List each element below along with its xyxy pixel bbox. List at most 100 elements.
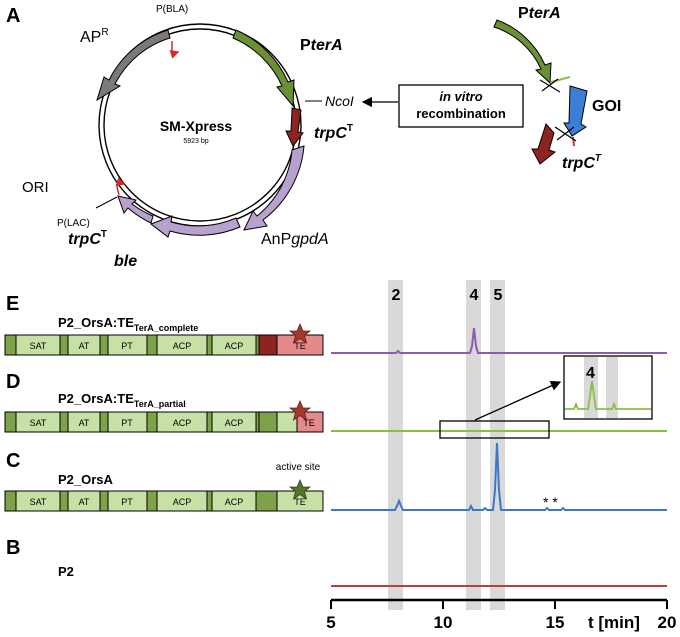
domain-d-sat-label: SAT <box>30 418 47 428</box>
star-c-icon <box>288 478 312 500</box>
trpc-lower-arrow <box>117 195 154 224</box>
pter-prefix: P <box>300 37 311 54</box>
goi-label: GOI <box>592 98 621 115</box>
goi-arrow <box>563 85 588 137</box>
construct-c-name: P2_OrsA <box>58 472 114 487</box>
insert-cross-2b <box>556 126 575 141</box>
recombination-line2: recombination <box>416 106 506 121</box>
star-d-icon <box>288 399 312 421</box>
trpc-lower-sup: T <box>101 229 107 240</box>
tick-label-20: 20 <box>658 613 677 632</box>
apr-label: APR <box>80 27 109 46</box>
domain-c-acp1 <box>156 490 208 512</box>
plasmid-name: SM-Xpress <box>160 118 233 134</box>
p-bla-label: P(BLA) <box>156 4 188 15</box>
anp-prefix: AnP <box>261 231 291 248</box>
trpc-lower-italic: trpC <box>68 231 101 248</box>
domain-d-te-label: TE <box>303 418 315 428</box>
domain-e-linker <box>258 334 278 356</box>
domain-d-te-green <box>276 411 298 433</box>
domain-d-pt <box>107 411 148 433</box>
apr-main: AP <box>80 29 101 46</box>
construct-e-bar: SAT AT PT ACP ACP TE <box>4 322 324 356</box>
domain-d-acp1-label: ACP <box>173 418 192 428</box>
domain-d-acp2 <box>211 411 257 433</box>
domain-c-sat <box>15 490 61 512</box>
domain-c-at-label: AT <box>79 497 90 507</box>
lac-promoter-arrow <box>115 177 126 196</box>
trpc-terminator-arrow <box>285 107 304 147</box>
plasmid-size: 5923 bp <box>183 138 208 145</box>
ble-label: ble <box>114 253 137 270</box>
insert-cross-1a <box>539 79 561 93</box>
domain-d-linker <box>258 411 278 433</box>
domain-c-pt <box>107 490 148 512</box>
domain-d-at-label: AT <box>79 418 90 428</box>
peak-label-5: 5 <box>494 287 503 304</box>
domain-c-sat-label: SAT <box>30 497 47 507</box>
ori-label: ORI <box>22 179 49 196</box>
active-site-label: active site <box>276 462 321 473</box>
domain-e-sat <box>15 334 61 356</box>
domain-e-acp2 <box>211 334 257 356</box>
domain-e-at-label: AT <box>79 341 90 351</box>
construct-c-bar: SAT AT PT ACP ACP TE <box>4 478 324 512</box>
pter-italic: terA <box>311 37 343 54</box>
domain-e-acp1-label: ACP <box>173 341 192 351</box>
tick-label-10: 10 <box>434 613 453 632</box>
insert-trpc-sup: T <box>595 153 602 164</box>
zoom-inset: 4 <box>563 355 653 420</box>
panel-letter-b: B <box>6 537 20 559</box>
domain-c-acp2-label: ACP <box>225 497 244 507</box>
anp-gpda-arrow <box>243 145 305 231</box>
panel-letter-d: D <box>6 371 20 393</box>
insert-pter-prefix: P <box>518 5 529 22</box>
pter-label: PterA <box>300 37 343 54</box>
trpc-sup: T <box>347 123 353 134</box>
time-axis-label: t [min] <box>588 613 640 632</box>
trpc-lower-label: trpCT <box>68 229 107 248</box>
construct-d-name: P2_OrsA:TETerA_partial <box>58 391 186 409</box>
plac-leader <box>95 196 118 209</box>
panel-letter-a: A <box>6 5 20 27</box>
insert-cassette <box>493 19 588 165</box>
peak-band-2 <box>388 280 403 610</box>
p-lac-label: P(LAC) <box>57 218 90 229</box>
apr-sup: R <box>101 27 108 38</box>
insert-trpc-italic: trpC <box>562 155 595 172</box>
inset-band-5 <box>606 357 618 418</box>
insert-pter-italic: terA <box>529 5 561 22</box>
construct-d-sub: TerA_partial <box>134 399 186 409</box>
insert-link-red <box>572 136 575 147</box>
inset-label: 4 <box>586 365 595 382</box>
domain-c-acp2 <box>211 490 257 512</box>
peak-label-2: 2 <box>392 287 401 304</box>
insert-pter-arrow <box>493 19 552 85</box>
domain-c-te-label: TE <box>294 497 306 507</box>
trpc-italic: trpC <box>314 125 347 142</box>
construct-e-sub: TerA_complete <box>134 323 198 333</box>
time-axis: 5 10 15 20 t [min] <box>326 598 677 632</box>
domain-e-acp1 <box>156 334 208 356</box>
plasmid-map <box>95 23 322 238</box>
panel-letter-e: E <box>6 293 19 315</box>
construct-b-name: P2 <box>58 564 74 579</box>
domain-d-acp2-label: ACP <box>225 418 244 428</box>
peak-label-4: 4 <box>470 287 479 304</box>
insert-pter-label: PterA <box>518 5 561 22</box>
ncoi-label: NcoI <box>325 93 354 109</box>
domain-e-te-label: TE <box>294 341 306 351</box>
zoom-arrow <box>474 380 562 421</box>
asterisks: * * <box>543 494 558 510</box>
recombination-box <box>398 84 524 128</box>
domain-c-pt-label: PT <box>121 497 133 507</box>
domain-d-sat <box>15 411 61 433</box>
domain-e-at <box>67 334 101 356</box>
domain-e-sat-label: SAT <box>30 341 47 351</box>
pter-promoter-arrow <box>232 29 295 108</box>
panel-letter-c: C <box>6 450 20 472</box>
trpc-label: trpCT <box>314 123 353 142</box>
recombination-line1: in vitro <box>439 89 482 104</box>
construct-e-main: P2_OrsA:TE <box>58 315 134 330</box>
